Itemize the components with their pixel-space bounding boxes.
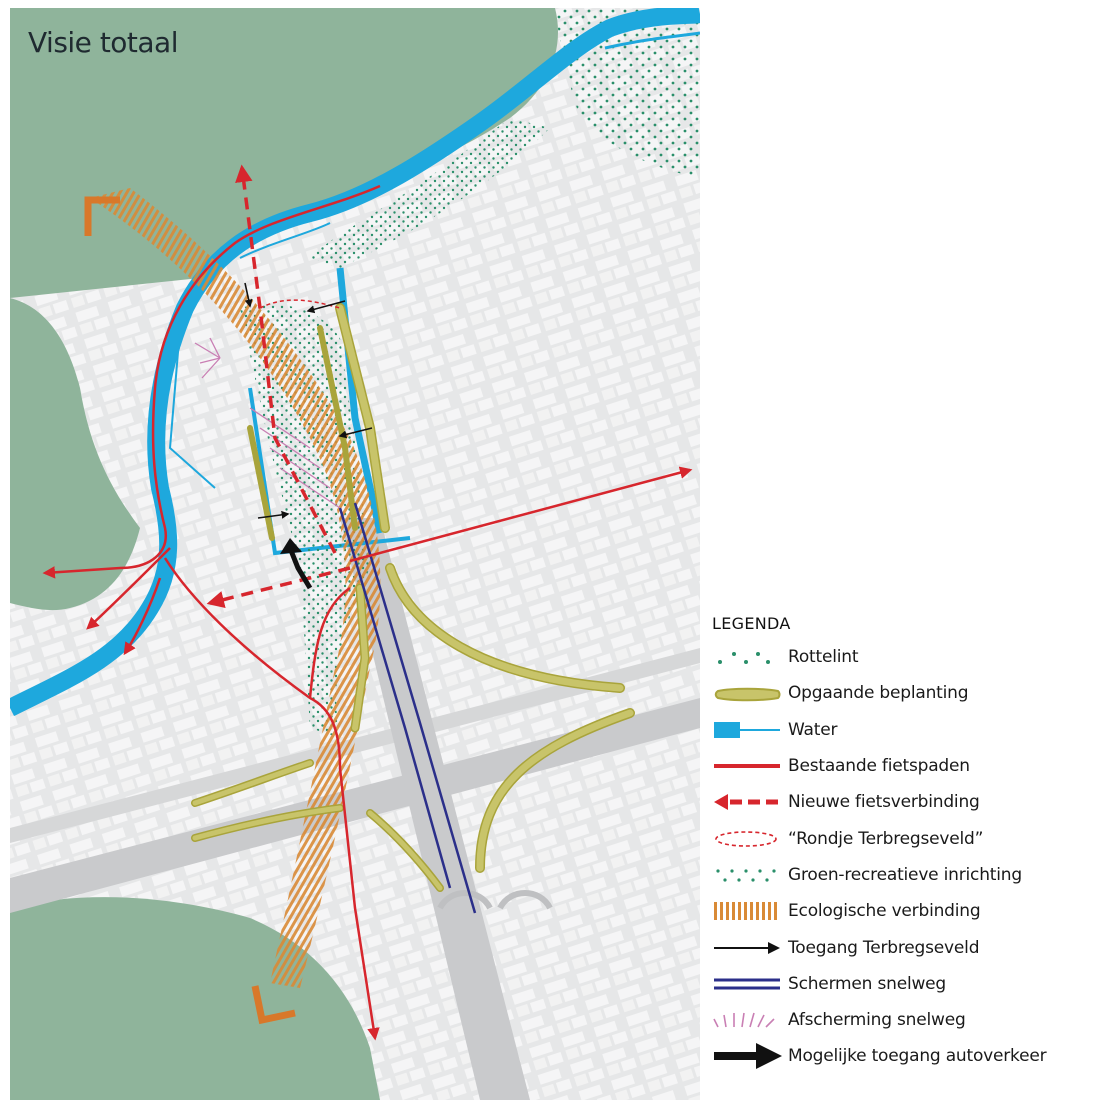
legend-item-planting: Opgaande beplanting	[712, 675, 1087, 711]
legend: LEGENDA Rottelint Opgaande beplanting Wa…	[712, 614, 1087, 1075]
legend-item-water: Water	[712, 712, 1087, 748]
legend-label: Ecologische verbinding	[788, 901, 981, 922]
ecological-connection	[90, 188, 381, 988]
water-channel-3	[604, 31, 700, 50]
legend-label: “Rondje Terbregseveld”	[788, 828, 984, 849]
legend-item-existing-bike: Bestaande fietspaden	[712, 748, 1087, 784]
legend-item-eco-link: Ecologische verbinding	[712, 893, 1087, 929]
car-access-arrow	[287, 547, 313, 590]
eco-link-hatch-icon	[712, 896, 788, 926]
car-access-arrow-head	[280, 538, 302, 554]
legend-label: Mogelijke toegang autoverkeer	[788, 1046, 1047, 1067]
eco-arrow-head-south	[251, 985, 296, 1025]
planting-swatch-icon	[712, 678, 788, 708]
legend-label: Afscherming snelweg	[788, 1010, 966, 1031]
rottelint-zone-ne	[555, 8, 700, 178]
legend-item-screens: Schermen snelweg	[712, 966, 1087, 1002]
map-canvas[interactable]: Visie totaal	[10, 8, 700, 1100]
water-swatch-icon	[712, 715, 788, 745]
access-arrows	[244, 282, 373, 519]
legend-item-rottelint: Rottelint	[712, 639, 1087, 675]
legend-item-car-access: Mogelijke toegang autoverkeer	[712, 1038, 1087, 1074]
legend-label: Schermen snelweg	[788, 973, 947, 994]
highway-shielding-icon	[712, 1005, 788, 1035]
map-drawing	[10, 8, 700, 1100]
highway-north-south	[340, 518, 530, 1100]
legend-item-access: Toegang Terbregseveld	[712, 929, 1087, 965]
water-channel-2	[168, 327, 216, 489]
rottelint-zone-river	[310, 118, 550, 268]
access-arrow-icon	[712, 933, 788, 963]
legend-label: Toegang Terbregseveld	[788, 937, 980, 958]
legend-label: Nieuwe fietsverbinding	[788, 792, 980, 813]
highway-screens-icon	[712, 969, 788, 999]
ring-route	[259, 299, 341, 309]
legend-title: LEGENDA	[712, 614, 791, 633]
car-access-arrow-icon	[712, 1041, 788, 1071]
new-bike-connection-icon	[712, 787, 788, 817]
legend-label: Rottelint	[788, 647, 859, 668]
highway-shielding	[194, 337, 341, 509]
legend-item-new-bike: Nieuwe fietsverbinding	[712, 784, 1087, 820]
legend-label: Groen-recreatieve inrichting	[788, 864, 1022, 885]
highway-screens	[338, 502, 477, 914]
water-channel-1	[239, 222, 331, 259]
new-bike-connections	[206, 164, 351, 609]
highway-east-west	[10, 698, 700, 913]
rottelint-dots-icon	[712, 642, 788, 672]
interchange-loop-left	[437, 890, 493, 910]
service-road	[10, 648, 700, 843]
legend-label: Bestaande fietspaden	[788, 756, 970, 777]
legend-item-shielding: Afscherming snelweg	[712, 1002, 1087, 1038]
green-recreation-dots-icon	[712, 860, 788, 890]
green-area-west	[10, 298, 140, 611]
legend-label: Opgaande beplanting	[788, 683, 969, 704]
legend-label: Water	[788, 719, 838, 740]
interchange-loop-right	[497, 890, 553, 910]
legend-item-ring-route: “Rondje Terbregseveld”	[712, 820, 1087, 856]
river-water	[10, 8, 700, 717]
map-title: Visie totaal	[28, 26, 179, 59]
planting-strips	[191, 303, 635, 892]
ring-route-icon	[712, 824, 788, 854]
existing-bike-path-icon	[712, 751, 788, 781]
existing-bike-paths	[42, 184, 693, 1041]
eco-arrow-head-north	[84, 196, 120, 236]
legend-item-green-recreation: Groen-recreatieve inrichting	[712, 857, 1087, 893]
